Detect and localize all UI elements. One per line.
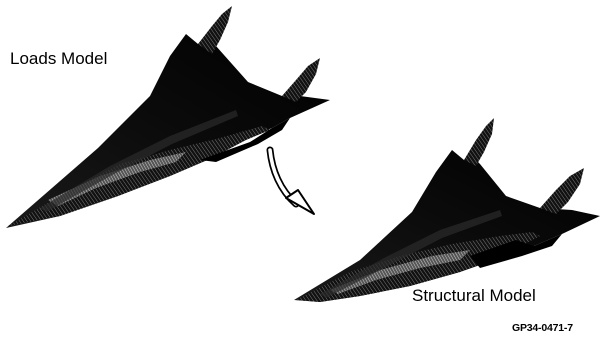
- loads-model-tail-fin-right: [282, 58, 320, 102]
- structural-model-tail-fin-left: [464, 118, 494, 166]
- loads-model-aircraft: [6, 6, 330, 228]
- figure-id-label: GP34-0471-7: [512, 322, 573, 334]
- structural-model-tail-fin-right: [540, 168, 584, 214]
- structural-model-aircraft: [294, 118, 600, 302]
- loads-model-label: Loads Model: [10, 49, 107, 69]
- loads-model-tail-fin-left: [198, 6, 232, 54]
- transfer-arrow: [270, 150, 314, 214]
- structural-model-label: Structural Model: [412, 286, 536, 306]
